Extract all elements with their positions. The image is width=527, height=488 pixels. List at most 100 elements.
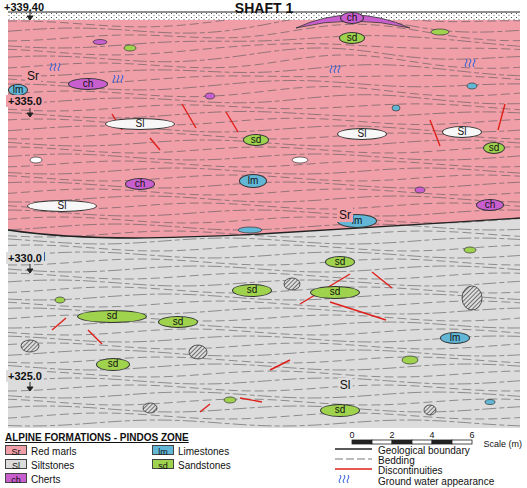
rock-band: sdsdsdsdsdlmsdsdSlSl xyxy=(8,238,520,428)
legend-holder: Limestones xyxy=(178,441,229,459)
legend-code: Sl xyxy=(12,461,20,471)
rock-lens: ch xyxy=(340,12,364,24)
bedding-line xyxy=(8,364,520,370)
rock-lens: sd xyxy=(243,134,269,146)
bedding-line xyxy=(8,224,520,230)
scale-number: 2 xyxy=(389,430,394,440)
scale-number: 4 xyxy=(429,430,434,440)
rock-lens: sd xyxy=(232,284,272,297)
water-mark xyxy=(334,65,336,73)
bedding-line xyxy=(8,259,520,265)
bedding-line xyxy=(8,210,520,216)
water-mark xyxy=(343,475,345,483)
water-mark xyxy=(121,75,123,83)
red-marls-ground xyxy=(8,20,520,238)
water-mark xyxy=(473,59,475,67)
label-holder: +335.0 xyxy=(6,91,44,109)
bedding-line xyxy=(8,104,520,111)
water-mark xyxy=(339,475,341,483)
rock-lens: sd xyxy=(320,404,360,417)
bedding-line xyxy=(8,65,520,76)
water-mark xyxy=(347,475,349,483)
legend-text: Sandstones xyxy=(178,460,231,471)
bedding-line xyxy=(8,252,520,258)
bedding-line xyxy=(8,399,520,405)
lens-code: lm xyxy=(352,216,363,226)
legend-text: Geological boundary xyxy=(378,445,470,456)
bedding-line xyxy=(8,406,520,412)
lens-code: sd xyxy=(347,33,358,43)
bedding-line xyxy=(8,357,520,363)
label-holder: ALPINE FORMATIONS - PINDOS ZONE xyxy=(5,427,189,445)
bedding-line xyxy=(8,36,520,48)
bedding-line xyxy=(8,48,520,62)
formation-code: Sr xyxy=(25,69,41,83)
geological-boundary xyxy=(8,218,520,238)
rock-lens: Sl xyxy=(337,128,387,140)
elevation: +330.0 xyxy=(6,252,44,264)
label-holder: lm xyxy=(158,441,168,459)
legend-code: lm xyxy=(158,447,168,457)
diagram-title: SHAFT 1 xyxy=(235,0,293,16)
legend-code: ch xyxy=(11,475,21,485)
lens-code: sd xyxy=(107,311,118,321)
lens-code: sd xyxy=(251,135,262,145)
scale-unit: Scale (m) xyxy=(483,439,522,449)
legend-holder: Discontinuities xyxy=(378,460,442,478)
legend-holder: Red marls xyxy=(31,441,77,459)
bedding-line xyxy=(8,273,520,279)
lens-code: sd xyxy=(108,359,119,369)
bedding-line xyxy=(8,24,520,41)
scale-bar xyxy=(352,440,472,444)
bedding-line xyxy=(8,343,520,349)
small-lenses xyxy=(30,29,495,405)
lens-code: sd xyxy=(247,285,258,295)
label-holder: +330.0 xyxy=(6,248,44,266)
lens-code: sd xyxy=(335,405,346,415)
rock-lens: sd xyxy=(77,310,147,323)
water-mark xyxy=(113,75,115,83)
elevation: +325.0 xyxy=(6,370,44,382)
water-mark xyxy=(469,59,471,67)
lens-code: ch xyxy=(83,79,94,89)
band-label-holder: Sr xyxy=(337,205,353,223)
bedding-line xyxy=(8,371,520,377)
bedding-line xyxy=(8,392,520,398)
rock-lens: lm xyxy=(440,332,470,344)
rock-lens: sd xyxy=(310,286,360,299)
lens-code: sd xyxy=(335,257,346,267)
bedding-line xyxy=(8,350,520,356)
label-holder: +339.40 xyxy=(4,0,44,15)
water-mark xyxy=(54,63,56,71)
lens-code: ch xyxy=(135,179,146,189)
legend-text: Bedding xyxy=(378,455,415,466)
rock-lens: ch xyxy=(476,199,504,211)
legend-code: Sr xyxy=(12,447,21,457)
lens-code: Sl xyxy=(58,201,67,211)
elevation-arrows xyxy=(27,10,33,391)
rock-lens: Sl xyxy=(442,126,482,138)
rock-lens: sd xyxy=(325,256,355,268)
legend-code: sd xyxy=(158,461,168,471)
rock-lens: sd xyxy=(158,316,198,328)
water-mark xyxy=(58,63,60,71)
bedding-line xyxy=(8,413,520,419)
bedding-line xyxy=(8,55,520,68)
bedding-line xyxy=(8,189,520,195)
rock-lens: ch xyxy=(68,78,108,90)
bedding-line xyxy=(8,420,520,426)
lens-code: lm xyxy=(248,176,259,186)
formation-code: Sr xyxy=(337,208,353,222)
title-holder: SHAFT 1 xyxy=(235,0,293,17)
water-mark xyxy=(117,75,119,83)
bedding-line xyxy=(8,385,520,391)
bedding-line xyxy=(8,154,520,160)
legend-text: Ground water appearance xyxy=(378,476,494,487)
label-holder: ch xyxy=(11,469,21,487)
bedding-line xyxy=(8,238,520,244)
legend-text: Discontinuities xyxy=(378,465,442,476)
band-label-holder: Sr xyxy=(25,66,41,84)
label-holder: 2 xyxy=(389,424,394,442)
